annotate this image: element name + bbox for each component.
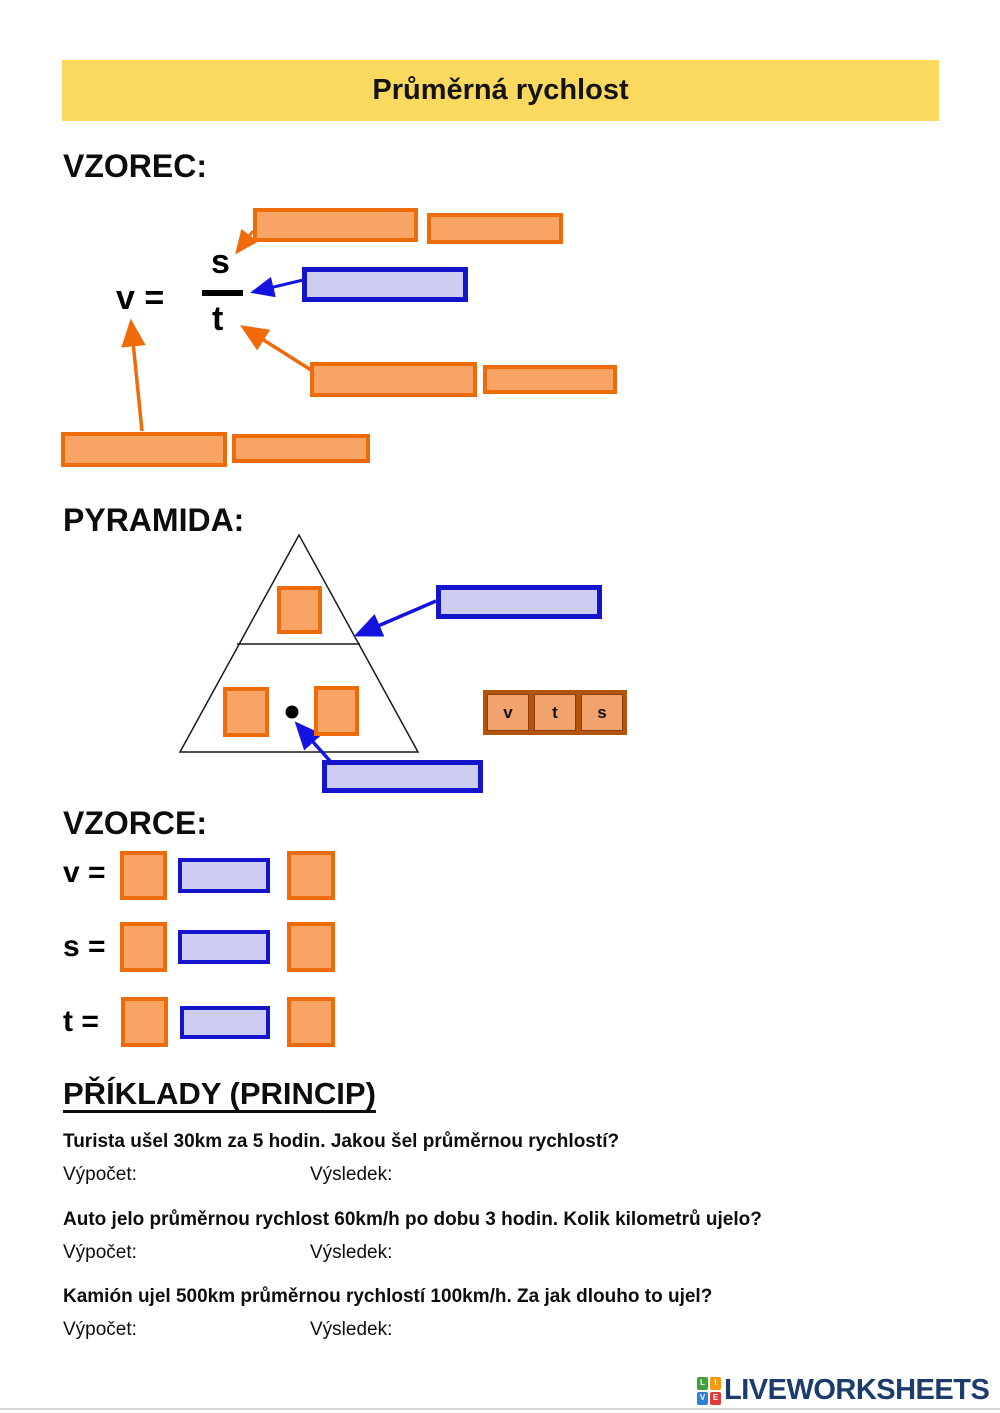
pyramid-drop-bottom[interactable] <box>322 760 483 793</box>
logo-text: LIVEWORKSHEETS <box>724 1374 990 1406</box>
arrow-to-v <box>121 318 146 432</box>
problem-2-calc-label: Výpočet: <box>63 1242 137 1263</box>
row-t-drop[interactable] <box>180 1006 270 1039</box>
row-s-label: s = <box>63 930 106 963</box>
vzorec-chip-bottom-2[interactable] <box>232 434 370 463</box>
arrow-to-divider <box>353 599 437 637</box>
section-heading-priklady: PŘÍKLADY (PRINCIP) <box>63 1076 376 1111</box>
liveworksheets-logo-icon: L I V E <box>697 1376 721 1405</box>
row-v-drop[interactable] <box>178 858 270 893</box>
formula-denominator: t <box>212 300 224 338</box>
section-heading-vzorce: VZORCE: <box>63 805 207 841</box>
formula-numerator: s <box>211 243 230 281</box>
logo-tile-v: V <box>697 1391 708 1405</box>
vzorec-chip-top-2[interactable] <box>427 213 563 244</box>
section-heading-vzorec: VZOREC: <box>63 148 207 184</box>
arrow-to-t <box>240 325 312 372</box>
problem-2-question: Auto jelo průměrnou rychlost 60km/h po d… <box>63 1209 762 1230</box>
vzorec-chip-top-1[interactable] <box>253 208 418 242</box>
pyramid-drop-top[interactable] <box>436 585 602 619</box>
vzorec-chip-bottom-1[interactable] <box>61 432 227 467</box>
row-t-box-right[interactable] <box>287 997 335 1047</box>
pyramid-slot-top[interactable] <box>277 586 322 634</box>
problem-1-calc-label: Výpočet: <box>63 1164 137 1185</box>
problem-3-result-label: Výsledek: <box>310 1319 393 1340</box>
problem-3-calc-label: Výpočet: <box>63 1319 137 1340</box>
vzorec-drop-zone[interactable] <box>302 267 468 302</box>
pyramid-triangle <box>178 533 420 753</box>
row-t-box-left[interactable] <box>121 997 168 1047</box>
logo-tile-i: I <box>710 1376 721 1390</box>
formula-lhs: v = <box>116 279 165 317</box>
legend-cell-v: v <box>487 694 529 731</box>
fraction-bar <box>202 290 243 296</box>
problem-1-question: Turista ušel 30km za 5 hodin. Jakou šel … <box>63 1131 620 1152</box>
problem-2-result-label: Výsledek: <box>310 1242 393 1263</box>
problem-3-question: Kamión ujel 500km průměrnou rychlostí 10… <box>63 1286 713 1307</box>
row-t-label: t = <box>63 1005 99 1038</box>
logo-tile-l: L <box>697 1376 708 1390</box>
row-v-label: v = <box>63 856 106 889</box>
title-banner: Průměrná rychlost <box>62 60 939 121</box>
pyramid-slot-right[interactable] <box>314 686 359 736</box>
logo-tile-e: E <box>710 1391 721 1405</box>
row-s-drop[interactable] <box>178 930 270 964</box>
legend-cell-s: s <box>581 694 623 731</box>
vzorec-chip-mid-2[interactable] <box>483 365 617 394</box>
liveworksheets-logo: L I V E LIVEWORKSHEETS <box>697 1374 990 1406</box>
vzorec-chip-mid-1[interactable] <box>310 362 477 397</box>
row-s-box-left[interactable] <box>120 922 167 972</box>
legend-table: v t s <box>483 690 627 735</box>
footer-divider <box>0 1408 1000 1410</box>
problem-1-result-label: Výsledek: <box>310 1164 393 1185</box>
legend-cell-t: t <box>534 694 576 731</box>
section-heading-pyramida: PYRAMIDA: <box>63 502 245 538</box>
arrow-to-fraction <box>250 276 304 298</box>
row-s-box-right[interactable] <box>287 922 335 972</box>
pyramid-dot <box>285 705 299 719</box>
row-v-box-left[interactable] <box>120 851 167 900</box>
page-title: Průměrná rychlost <box>372 74 629 106</box>
pyramid-slot-left[interactable] <box>223 687 269 737</box>
row-v-box-right[interactable] <box>287 851 335 900</box>
arrow-to-s <box>235 228 259 255</box>
